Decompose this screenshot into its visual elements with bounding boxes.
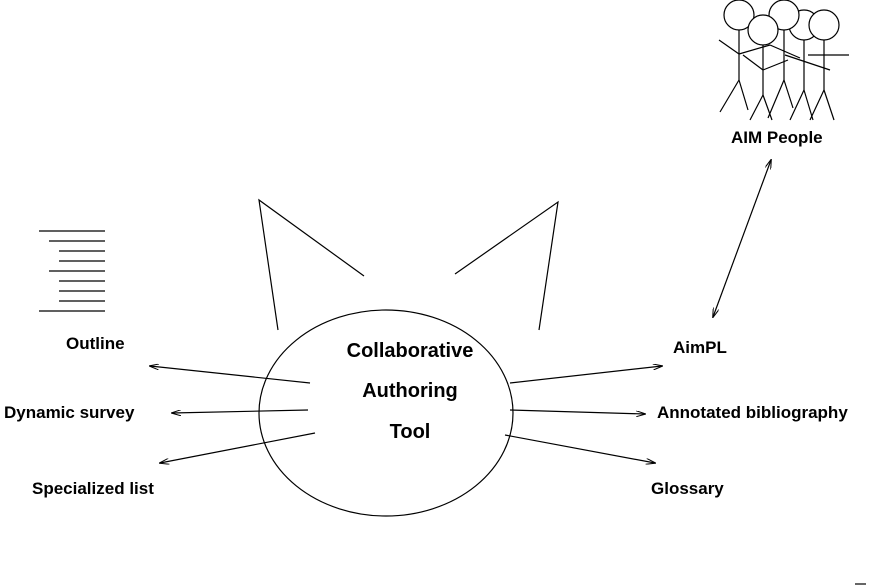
label-glossary: Glossary: [651, 479, 724, 498]
right-ear: [454, 200, 559, 331]
outline-icon: [39, 230, 105, 312]
label-aim-people: AIM People: [731, 128, 823, 147]
arrow-specialized-list: [160, 432, 316, 463]
arrow-glossary: [504, 434, 655, 463]
center-title-line3: Tool: [389, 421, 431, 443]
arrow-aimpl: [509, 366, 662, 384]
left-ear: [258, 198, 365, 331]
label-dynamic-survey: Dynamic survey: [4, 403, 135, 422]
label-annotated-bibliography: Annotated bibliography: [657, 403, 848, 422]
label-outline: Outline: [66, 334, 125, 353]
label-aimpl: AimPL: [673, 338, 727, 357]
label-specialized-list: Specialized list: [32, 479, 154, 498]
center-title-line2: Authoring: [362, 380, 458, 402]
arrow-dynamic-survey: [172, 409, 309, 413]
stick-figures-icon: [718, 0, 849, 121]
arrow-aimpl-people: [713, 160, 771, 317]
arrow-outline: [150, 366, 311, 384]
arrow-annotated-bibliography: [509, 409, 645, 414]
center-title-line1: Collaborative: [346, 340, 474, 362]
cat-head-ellipse: [258, 309, 514, 517]
